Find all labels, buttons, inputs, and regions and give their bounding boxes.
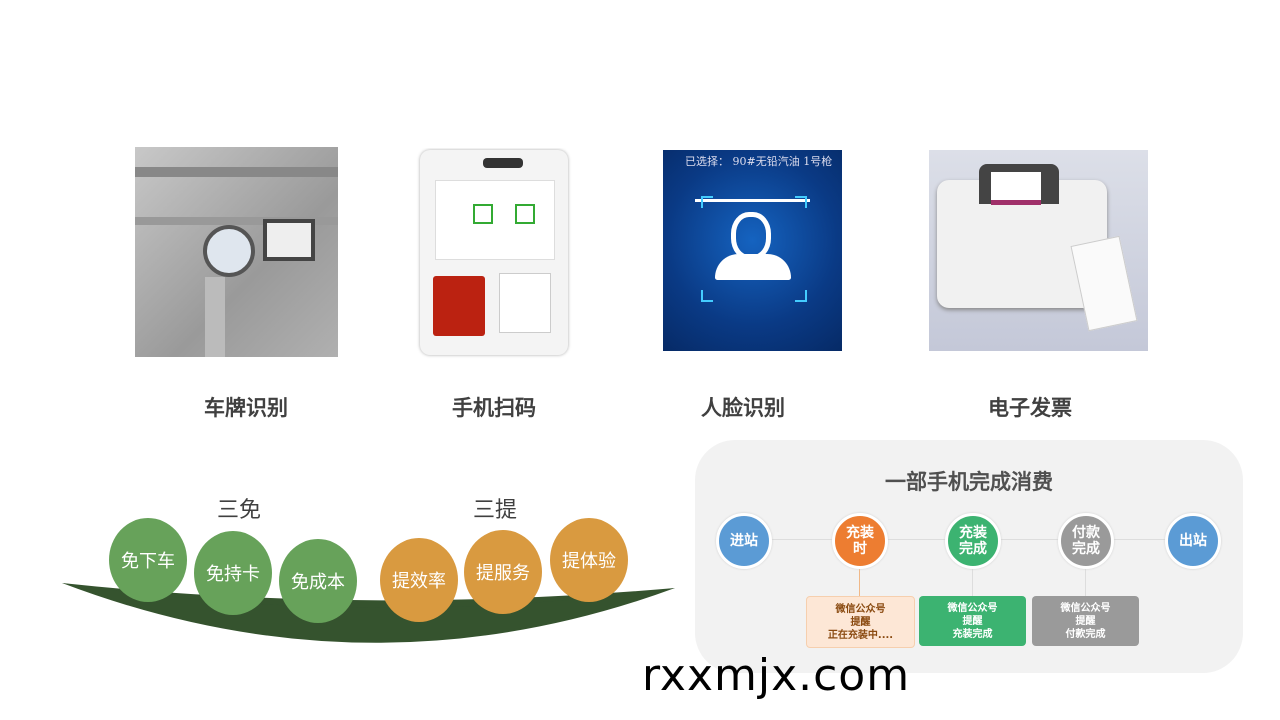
camera-icon [203, 225, 255, 277]
note-line: 提醒 [1075, 615, 1096, 627]
bowl-shape [62, 583, 675, 643]
step-enter: 进站 [716, 513, 772, 569]
fuel-selection-text: 已选择： 90#无铅汽油 1号枪 [685, 155, 833, 168]
step-filled-label: 充装完成 [959, 525, 987, 557]
feature-label-scan: 手机扫码 [452, 396, 536, 420]
note-line: 提醒 [850, 616, 871, 628]
feature-label-invoice: 电子发票 [988, 396, 1072, 420]
face-recognition-screen: 已选择： 90#无铅汽油 1号枪 [663, 150, 842, 351]
note-filled: 微信公众号 提醒 充装完成 [919, 596, 1026, 646]
note-filling: 微信公众号 提醒 正在充装中.... [806, 596, 915, 648]
feature-label-plate: 车牌识别 [204, 396, 288, 420]
bubble-mian-3: 免成本 [279, 539, 357, 623]
bubble-ti-1: 提效率 [380, 538, 458, 622]
invoice-printer-photo [929, 150, 1148, 351]
note-line: 微信公众号 [835, 603, 886, 615]
step-filling-label: 充装时 [846, 525, 874, 557]
flow-title: 一部手机完成消费 [885, 470, 1053, 494]
plate-camera-photo [135, 147, 338, 357]
note-paid: 微信公众号 提醒 付款完成 [1032, 596, 1139, 646]
watermark-text: rxxmjx.com [642, 650, 911, 701]
note-line: 提醒 [962, 615, 983, 627]
note-line: 充装完成 [952, 628, 993, 640]
note-line: 付款完成 [1065, 628, 1106, 640]
san-ti-title: 三提 [473, 498, 518, 523]
bubble-ti-3: 提体验 [550, 518, 628, 602]
note-line: 正在充装中.... [827, 629, 894, 641]
kiosk-photo [415, 148, 590, 360]
bubble-ti-2: 提服务 [464, 530, 542, 614]
bubble-mian-1: 免下车 [109, 518, 187, 602]
step-exit: 出站 [1165, 513, 1221, 569]
step-filled: 充装完成 [945, 513, 1001, 569]
note-line: 微信公众号 [1060, 602, 1111, 614]
note-line: 微信公众号 [947, 602, 998, 614]
step-paid: 付款完成 [1058, 513, 1114, 569]
bubble-mian-2: 免持卡 [194, 531, 272, 615]
face-icon [731, 212, 771, 260]
step-paid-label: 付款完成 [1072, 525, 1100, 557]
feature-label-face: 人脸识别 [701, 396, 785, 420]
step-filling: 充装时 [832, 513, 888, 569]
san-mian-title: 三免 [217, 498, 262, 523]
